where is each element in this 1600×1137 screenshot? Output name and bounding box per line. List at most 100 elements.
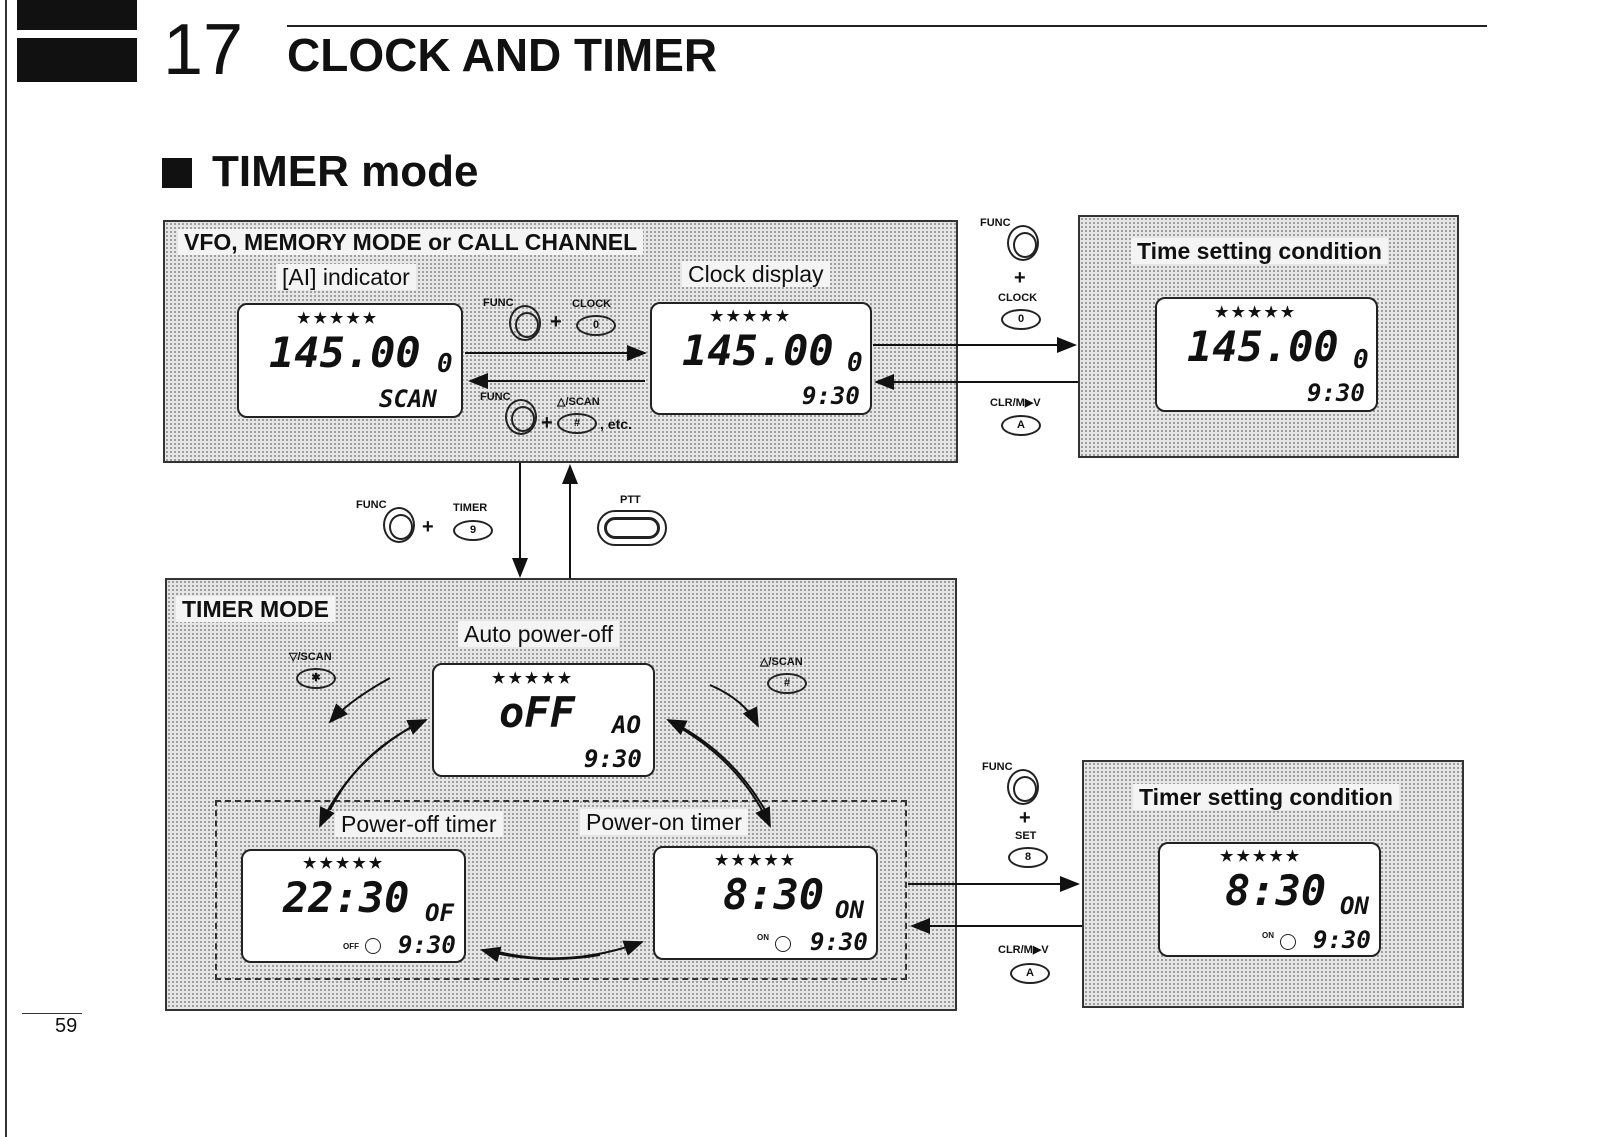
clock-0-key[interactable]: 0 xyxy=(576,315,616,336)
channel-readout: 0 xyxy=(437,349,453,379)
func-label: FUNC xyxy=(480,391,511,403)
set-8-key[interactable]: 8 xyxy=(1008,847,1048,868)
timer-setting-title: Timer setting condition xyxy=(1133,784,1399,811)
vfo-box-title: VFO, MEMORY MODE or CALL CHANNEL xyxy=(178,229,644,256)
lcd-clock-display: ★★★★★ 145.00 0 9:30 xyxy=(650,302,872,415)
clock-readout: 9:30 xyxy=(802,382,860,410)
clr-a-key[interactable]: A xyxy=(1001,415,1041,436)
hash-key[interactable]: # xyxy=(767,673,807,694)
chapter-title: CLOCK AND TIMER xyxy=(287,29,718,81)
lcd-time-setting: ★★★★★ 145.00 0 9:30 xyxy=(1155,297,1378,412)
lcd-auto-power-off: ★★★★★ oFF AO 9:30 xyxy=(432,663,655,777)
star-key[interactable]: ✱ xyxy=(296,668,336,689)
clr-label: CLR/M▶V xyxy=(990,397,1041,409)
lcd-timer-setting: ★★★★★ 8:30 ON ON 9:30 xyxy=(1158,842,1381,957)
on-icon-label: ON xyxy=(757,933,769,942)
auto-power-off-caption: Auto power-off xyxy=(458,621,620,648)
arrow-off-to-auto xyxy=(329,719,428,811)
memory-stars: ★★★★★ xyxy=(297,310,380,327)
auto-off-readout: oFF xyxy=(499,688,575,737)
clr-a-key[interactable]: A xyxy=(1010,963,1050,984)
hash-key[interactable]: # xyxy=(557,413,597,434)
arrow-auto-to-off xyxy=(319,721,421,828)
arrow-auto-to-on xyxy=(669,721,771,828)
mode-readout: AO xyxy=(612,711,641,739)
timer-label: TIMER xyxy=(453,502,488,514)
up-scan-label: △/SCAN xyxy=(557,396,600,408)
mode-readout: ON xyxy=(1340,892,1369,920)
arrow-on-to-auto xyxy=(666,719,766,811)
frequency-readout: 145.00 xyxy=(269,328,421,377)
off-icon-label: OFF xyxy=(343,942,359,951)
func-label: FUNC xyxy=(483,297,514,309)
blinking-on-time-readout: 8:30 xyxy=(1225,866,1327,915)
section-title: TIMER mode xyxy=(212,147,479,196)
mode-readout: OF xyxy=(425,899,454,927)
arrow-on-to-off xyxy=(480,946,601,963)
clock-icon xyxy=(1280,934,1296,950)
off-time-readout: 22:30 xyxy=(283,873,410,922)
func-key-icon[interactable] xyxy=(1007,769,1039,805)
ptt-inner xyxy=(604,517,660,539)
header-rule xyxy=(287,25,1487,27)
memory-stars: ★★★★★ xyxy=(715,852,798,869)
memory-stars: ★★★★★ xyxy=(303,855,386,872)
etc-label: , etc. xyxy=(600,416,632,432)
func-key-icon[interactable] xyxy=(383,507,415,543)
header-bar-top xyxy=(17,0,137,30)
memory-stars: ★★★★★ xyxy=(1215,304,1298,321)
frequency-readout: 145.00 xyxy=(1187,322,1339,371)
func-label: FUNC xyxy=(356,499,387,511)
down-scan-label: ▽/SCAN xyxy=(289,651,332,663)
channel-readout: 0 xyxy=(847,348,863,378)
func-label: FUNC xyxy=(980,217,1011,229)
power-off-timer-caption: Power-off timer xyxy=(335,811,503,838)
timer-group-dashed xyxy=(215,800,907,980)
clock-readout: 9:30 xyxy=(810,928,868,956)
clock-label: CLOCK xyxy=(572,298,612,310)
clock-icon xyxy=(775,936,791,952)
clock-display-caption: Clock display xyxy=(682,261,830,288)
channel-readout: 0 xyxy=(1353,345,1369,375)
memory-stars: ★★★★★ xyxy=(710,308,793,325)
section-bullet xyxy=(162,158,192,188)
clock-readout: 9:30 xyxy=(584,745,642,773)
lcd-power-off-timer: ★★★★★ 22:30 OF OFF 9:30 xyxy=(241,849,466,963)
mode-readout: ON xyxy=(835,896,864,924)
plus-sign: + xyxy=(550,311,562,333)
clock-label: CLOCK xyxy=(998,292,1038,304)
clock-readout: 9:30 xyxy=(1313,926,1371,954)
page-number-rule xyxy=(22,1013,82,1014)
clock-0-key[interactable]: 0 xyxy=(1001,309,1041,330)
page-number: 59 xyxy=(55,1015,78,1037)
set-label: SET xyxy=(1015,830,1037,842)
memory-stars: ★★★★★ xyxy=(1220,848,1303,865)
plus-sign: + xyxy=(1014,267,1026,289)
plus-sign: + xyxy=(541,412,553,434)
arrow-down-scan xyxy=(328,677,391,724)
lcd-power-on-timer: ★★★★★ 8:30 ON ON 9:30 xyxy=(653,846,878,960)
clock-readout: 9:30 xyxy=(398,931,456,959)
func-key-icon[interactable] xyxy=(509,305,541,341)
ptt-label: PTT xyxy=(620,494,641,506)
time-setting-title: Time setting condition xyxy=(1131,238,1388,265)
power-on-timer-caption: Power-on timer xyxy=(580,809,748,836)
on-time-readout: 8:30 xyxy=(723,870,825,919)
clr-label: CLR/M▶V xyxy=(998,944,1049,956)
on-icon-label: ON xyxy=(1262,931,1274,940)
clock-icon xyxy=(365,938,381,954)
frequency-readout: 145.00 xyxy=(682,326,834,375)
plus-sign: + xyxy=(1019,807,1031,829)
func-key-icon[interactable] xyxy=(1007,225,1039,261)
plus-sign: + xyxy=(422,516,434,538)
func-key-icon[interactable] xyxy=(505,399,537,435)
left-margin-line xyxy=(5,0,7,1137)
ptt-button[interactable] xyxy=(597,510,667,546)
chapter-number: 17 xyxy=(163,10,244,90)
lcd-ai-indicator: ★★★★★ 145.00 0 SCAN xyxy=(237,303,463,418)
timer-9-key[interactable]: 9 xyxy=(453,520,493,541)
up-scan-label: △/SCAN xyxy=(760,656,803,668)
blinking-clock-readout: 9:30 xyxy=(1307,379,1365,407)
ai-indicator-caption: [AI] indicator xyxy=(276,264,416,291)
